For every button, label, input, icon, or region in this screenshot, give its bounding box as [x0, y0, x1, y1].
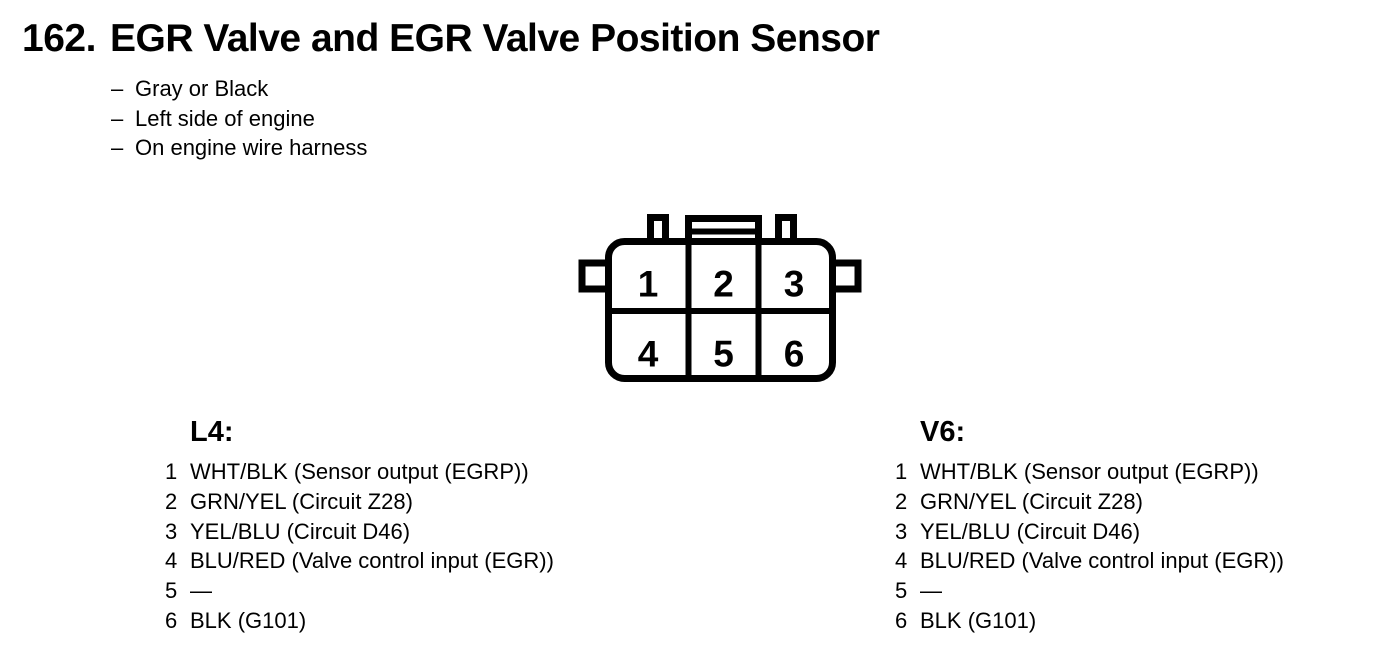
pin-number: 5	[895, 578, 908, 604]
pin-row: 6 BLK (G101)	[895, 606, 1284, 636]
pin-row: 1 WHT/BLK (Sensor output (EGRP))	[895, 457, 1284, 487]
cavity-number-6: 6	[784, 334, 805, 375]
pin-row: 3 YEL/BLU (Circuit D46)	[895, 517, 1284, 547]
pin-row: 1 WHT/BLK (Sensor output (EGRP))	[165, 457, 554, 487]
pin-description: BLK (G101)	[920, 607, 1037, 633]
bullet-item: – Gray or Black	[111, 74, 367, 104]
pin-row: 4 BLU/RED (Valve control input (EGR))	[165, 546, 554, 576]
bullet-text: Left side of engine	[135, 105, 315, 131]
pin-row: 2 GRN/YEL (Circuit Z28)	[165, 487, 554, 517]
pin-description: BLK (G101)	[190, 607, 307, 633]
pin-row: 5 —	[895, 576, 1284, 606]
pinout-heading-l4: L4:	[190, 416, 234, 448]
cavity-number-4: 4	[638, 334, 659, 375]
pin-number: 2	[165, 488, 178, 514]
bullet-list: – Gray or Black – Left side of engine – …	[111, 74, 367, 163]
bullet-dash: –	[111, 76, 124, 101]
bullet-item: – Left side of engine	[111, 104, 367, 134]
pin-description: BLU/RED (Valve control input (EGR))	[190, 548, 554, 574]
page-title: EGR Valve and EGR Valve Position Sensor	[110, 17, 880, 60]
pin-number: 6	[165, 607, 178, 633]
item-number: 162.	[22, 17, 96, 60]
pin-number: 2	[895, 488, 908, 514]
pin-row: 5 —	[165, 576, 554, 606]
pin-number: 3	[165, 518, 178, 544]
pin-description: YEL/BLU (Circuit D46)	[190, 518, 411, 544]
connector-diagram: 1 2 3 4 5 6	[578, 214, 862, 382]
pinout-heading-v6: V6:	[920, 416, 966, 448]
pin-row: 3 YEL/BLU (Circuit D46)	[165, 517, 554, 547]
bullet-item: – On engine wire harness	[111, 133, 367, 163]
pinout-list-l4: 1 WHT/BLK (Sensor output (EGRP)) 2 GRN/Y…	[165, 457, 554, 636]
pin-number: 4	[895, 548, 908, 574]
bullet-text: On engine wire harness	[135, 135, 368, 160]
pin-description: GRN/YEL (Circuit Z28)	[920, 488, 1143, 514]
pin-number: 4	[165, 548, 178, 574]
pin-number: 1	[165, 459, 178, 484]
bullet-dash: –	[111, 105, 124, 131]
pin-row: 6 BLK (G101)	[165, 606, 554, 636]
cavity-number-2: 2	[713, 264, 734, 305]
pin-description: YEL/BLU (Circuit D46)	[920, 518, 1141, 544]
pin-row: 2 GRN/YEL (Circuit Z28)	[895, 487, 1284, 517]
pin-number: 1	[895, 459, 908, 484]
cavity-number-5: 5	[713, 334, 734, 375]
pin-number: 5	[165, 578, 178, 604]
pinout-list-v6: 1 WHT/BLK (Sensor output (EGRP)) 2 GRN/Y…	[895, 457, 1284, 636]
cavity-number-3: 3	[784, 264, 805, 305]
pin-number: 6	[895, 607, 908, 633]
pin-description: GRN/YEL (Circuit Z28)	[190, 488, 413, 514]
pin-number: 3	[895, 518, 908, 544]
bullet-dash: –	[111, 135, 124, 160]
pin-description: BLU/RED (Valve control input (EGR))	[920, 548, 1284, 574]
pin-description: WHT/BLK (Sensor output (EGRP))	[190, 459, 529, 484]
bullet-text: Gray or Black	[135, 76, 269, 101]
pin-row: 4 BLU/RED (Valve control input (EGR))	[895, 546, 1284, 576]
cavity-number-1: 1	[638, 264, 659, 305]
pin-description: —	[190, 578, 212, 604]
pin-description: WHT/BLK (Sensor output (EGRP))	[920, 459, 1259, 484]
pin-description: —	[920, 578, 942, 604]
